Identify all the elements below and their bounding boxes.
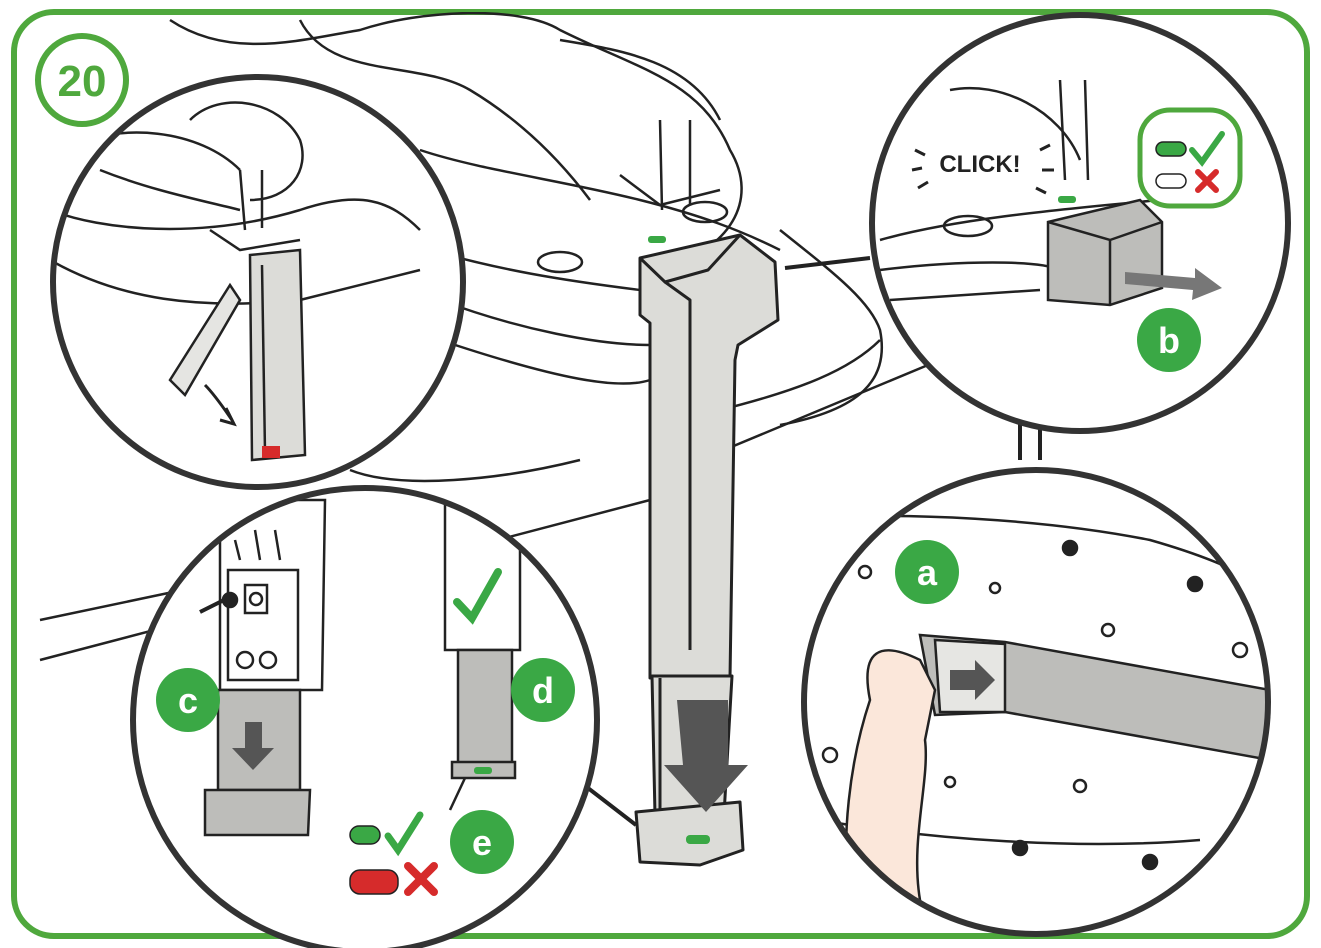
cross-icon [1195,169,1219,193]
step-number: 20 [58,57,107,106]
svg-text:c: c [178,680,198,721]
detail-bubble-click: CLICK! [869,12,1291,434]
label-a: a [895,540,959,604]
check-icon [453,568,502,625]
indicator-legend-small [1137,107,1243,209]
arrow-down-icon [664,700,748,812]
click-text: CLICK! [939,151,1020,178]
svg-text:e: e [472,822,492,863]
leg-indicator [686,835,710,844]
detail-bubble-leg-fold [50,74,466,490]
step-badge: 20 [35,33,129,127]
cross-icon [404,862,438,896]
svg-text:b: b [1158,320,1180,361]
check-icon [1189,131,1225,167]
check-icon [384,811,424,857]
label-e: e [450,810,514,874]
support-leg [634,233,780,867]
arrow-right-icon [1125,268,1222,300]
indicator-legend [349,811,438,896]
click-burst [911,143,1054,195]
svg-text:d: d [532,670,554,711]
label-d: d [511,658,575,722]
label-c: c [156,668,220,732]
svg-text:a: a [917,552,938,593]
car-seat-scene [39,12,941,662]
label-b: b [1137,308,1201,372]
arrow-down-icon [232,722,274,770]
